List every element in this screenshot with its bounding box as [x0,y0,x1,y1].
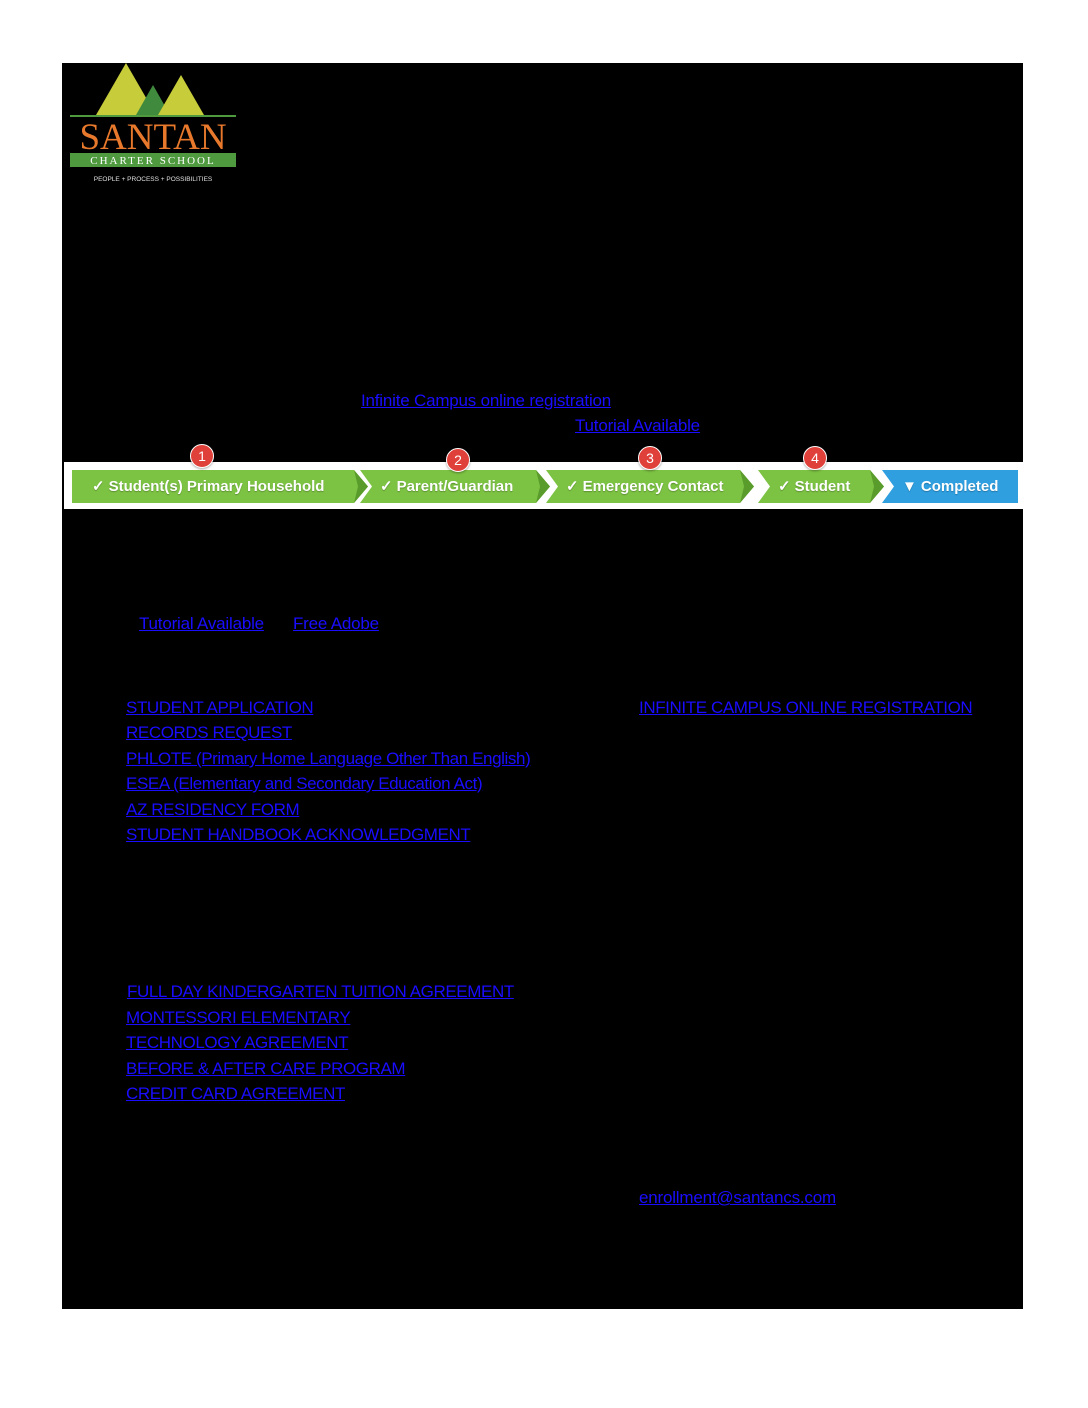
check-icon: ✓ [778,478,791,495]
document-page: SANTAN CHARTER SCHOOL PEOPLE + PROCESS +… [62,63,1023,1309]
az-residency-form-link[interactable]: AZ RESIDENCY FORM [126,800,300,819]
full-day-kindergarten-tuition-link[interactable]: FULL DAY KINDERGARTEN TUITION AGREEMENT [127,982,514,1001]
records-request-link[interactable]: RECORDS REQUEST [126,723,292,742]
tutorial-available-link[interactable]: Tutorial Available [139,614,264,633]
triangle-down-icon: ▼ [902,478,917,495]
check-icon: ✓ [566,478,579,495]
infinite-campus-registration-link[interactable]: Infinite Campus online registration [361,391,612,410]
step-parent-guardian[interactable]: ✓Parent/Guardian [360,470,550,503]
credit-card-agreement-link[interactable]: CREDIT CARD AGREEMENT [126,1084,345,1103]
svg-text:CHARTER SCHOOL: CHARTER SCHOOL [90,155,215,167]
step-number-badge: 2 [446,448,470,472]
step-emergency-contact[interactable]: ✓Emergency Contact [546,470,754,503]
step-number-badge: 1 [190,444,214,468]
check-icon: ✓ [92,478,105,495]
registration-steps-bar: ✓Student(s) Primary Household ✓Parent/Gu… [64,444,1023,509]
student-handbook-acknowledgment-link[interactable]: STUDENT HANDBOOK ACKNOWLEDGMENT [126,825,471,844]
step-student[interactable]: ✓Student [758,470,884,503]
svg-text:PEOPLE + PROCESS + POSSIBILITI: PEOPLE + PROCESS + POSSIBILITIES [94,176,213,183]
step-number-badge: 3 [638,446,662,470]
infinite-campus-online-registration-link[interactable]: INFINITE CAMPUS ONLINE REGISTRATION [639,698,973,717]
montessori-elementary-link[interactable]: MONTESSORI ELEMENTARY [126,1008,351,1027]
santan-logo: SANTAN CHARTER SCHOOL PEOPLE + PROCESS +… [66,63,242,188]
free-adobe-link[interactable]: Free Adobe [293,614,379,633]
technology-agreement-link[interactable]: TECHNOLOGY AGREEMENT [126,1033,349,1052]
step-number-badge: 4 [803,446,827,470]
student-application-link[interactable]: STUDENT APPLICATION [126,698,314,717]
svg-text:SANTAN: SANTAN [79,117,226,158]
esea-link[interactable]: ESEA (Elementary and Secondary Education… [126,774,483,793]
step-completed[interactable]: ▼Completed [882,470,1018,503]
before-after-care-link[interactable]: BEFORE & AFTER CARE PROGRAM [126,1059,406,1078]
step-primary-household[interactable]: ✓Student(s) Primary Household [72,470,368,503]
enrollment-email-link[interactable]: enrollment@santancs.com [639,1188,836,1207]
check-icon: ✓ [380,478,393,495]
tutorial-available-link[interactable]: Tutorial Available [575,416,700,435]
phlote-link[interactable]: PHLOTE (Primary Home Language Other Than… [126,749,531,768]
